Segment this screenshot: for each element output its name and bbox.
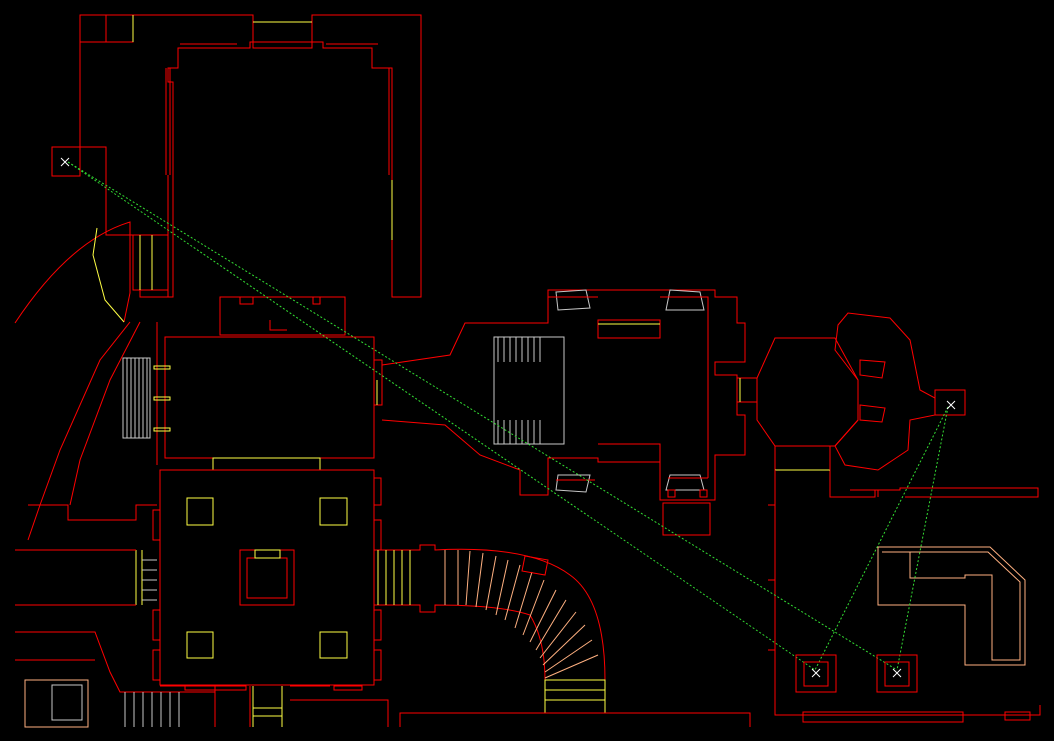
middle-hall [122,336,383,471]
north-hall [51,14,422,336]
x-marker-icon[interactable] [811,668,821,678]
x-marker-icon[interactable] [60,157,70,167]
teleport-lines [67,161,949,671]
central-chapel [381,289,746,536]
south-strip [15,631,751,728]
southeast-block [802,546,1031,723]
x-marker-icon[interactable] [946,400,956,410]
marker-pads [795,654,918,693]
x-marker-icon[interactable] [892,668,902,678]
east-octagon [737,312,1041,716]
west-passage [14,221,169,541]
curved-staircase [374,544,606,714]
south-courtyard [15,469,382,686]
